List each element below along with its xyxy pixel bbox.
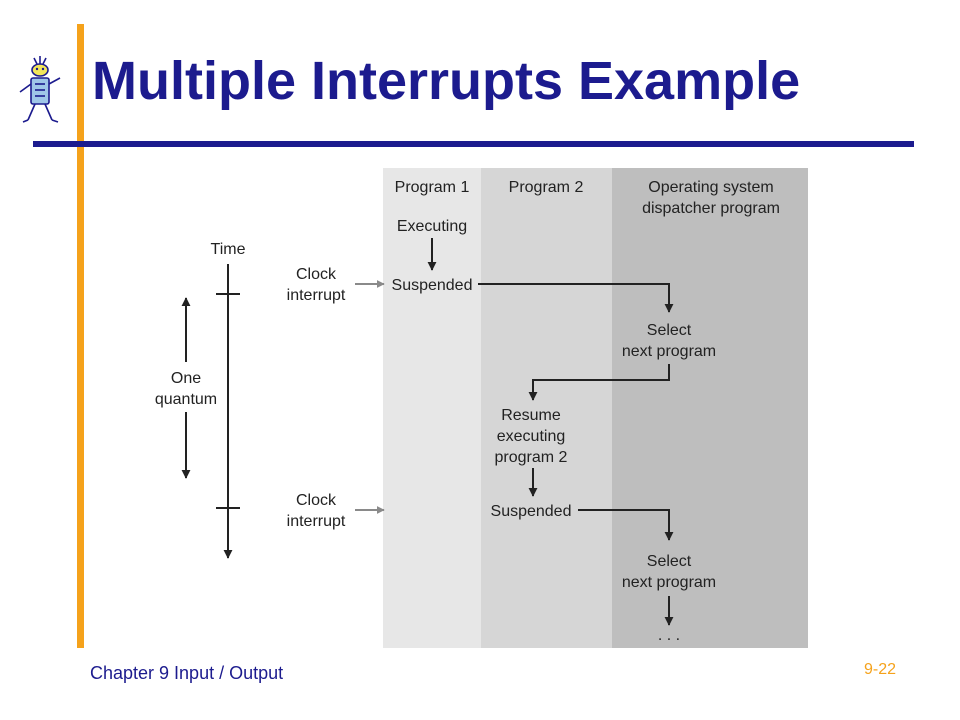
suspended-2-label: Suspended [491,503,572,520]
select-1-line1: Select [647,322,692,339]
quantum-label-line1: One [171,370,201,387]
continuation-ellipsis: . . . [658,627,680,644]
resume-line2: executing [497,428,566,445]
program1-header: Program 1 [395,179,470,196]
clock-interrupt-2-line2: interrupt [287,513,346,530]
executing-label: Executing [397,218,467,235]
program2-header: Program 2 [509,179,584,196]
clock-interrupt-1-line1: Clock [296,266,337,283]
program2-column [481,168,612,648]
resume-line1: Resume [501,407,561,424]
footer-chapter-label: Chapter 9 Input / Output [90,663,284,683]
robot-mascot-icon [19,56,61,123]
select-to-resume-arrow [528,364,670,401]
resume-line3: program 2 [495,449,568,466]
title-underline [33,141,914,147]
suspended-to-select-1-arrow [478,283,674,313]
os-header-line2: dispatcher program [642,200,780,217]
os-header-line1: Operating system [648,179,773,196]
suspended-to-select-2-arrow [578,509,674,541]
os-column [612,168,808,648]
clock-interrupt-2-line1: Clock [296,492,337,509]
clock-interrupt-1-line2: interrupt [287,287,346,304]
select-2-line1: Select [647,553,692,570]
select-1-line2: next program [622,343,716,360]
select-2-line2: next program [622,574,716,591]
slide-number: 9-22 [864,661,897,678]
slide-title: Multiple Interrupts Example [92,51,801,111]
accent-vertical-bar [77,24,84,648]
quantum-label-line2: quantum [155,391,217,408]
time-label: Time [211,241,246,258]
suspended-1-label: Suspended [392,277,473,294]
